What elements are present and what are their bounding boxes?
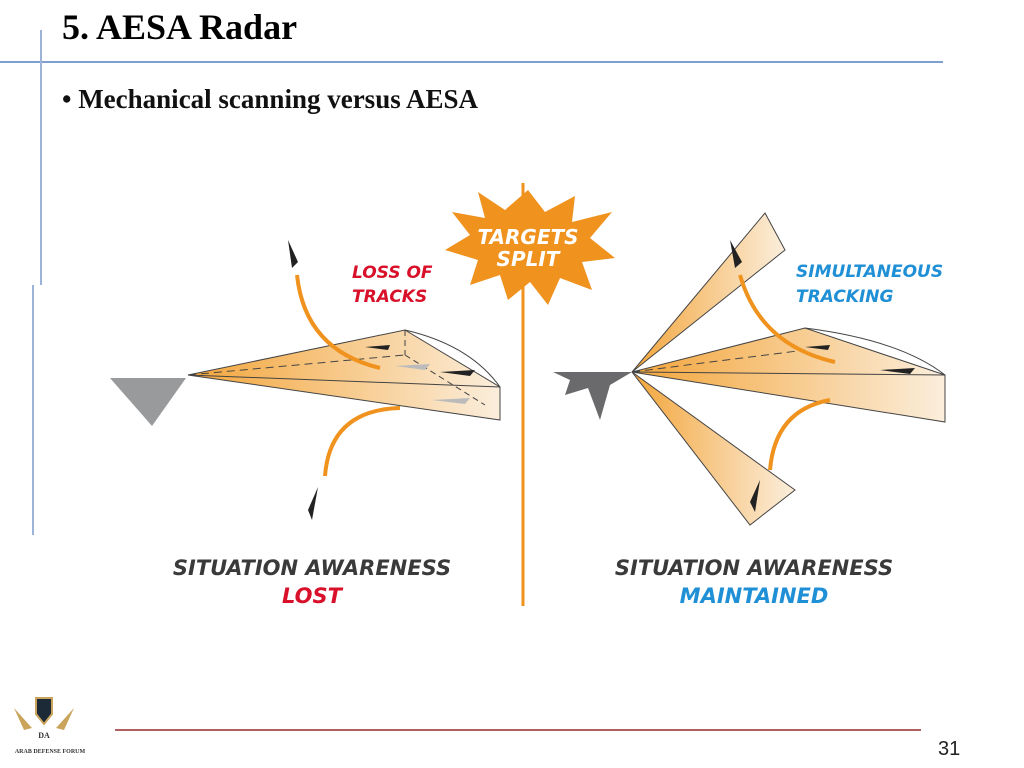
slide-title: 5. AESA Radar (62, 7, 298, 47)
burst-text-1: TARGETS (477, 225, 578, 249)
logo-shield-icon (35, 697, 53, 726)
left-accent-line (40, 30, 42, 285)
footer-divider (115, 729, 921, 731)
left-caption: SITUATION AWARENESS (173, 556, 451, 580)
left-accent-line-lower (32, 285, 34, 535)
burst-text-2: SPLIT (497, 247, 561, 271)
left-status: LOST (282, 584, 344, 608)
logo-text: ARAB DEFENSE FORUM (14, 749, 86, 755)
logo-wing-left-icon (14, 708, 32, 730)
track-path-upper (295, 274, 381, 370)
right-caption: SITUATION AWARENESS (615, 556, 893, 580)
logo-initials: DA (38, 731, 50, 740)
simultaneous-tracking-label-2: TRACKING (796, 287, 894, 307)
right-status: MAINTAINED (680, 584, 829, 608)
arab-defense-forum-logo: DA (14, 697, 74, 740)
aircraft-ghost-icons-left (395, 364, 470, 404)
loss-of-tracks-label-2: TRACKS (352, 287, 427, 307)
aesa-beams (631, 212, 946, 526)
aircraft-icons-right (730, 240, 915, 512)
aircraft-icons-left (288, 240, 475, 520)
ground-radar-icon (110, 378, 186, 426)
track-path-right-upper (738, 274, 836, 364)
bullet-point: • Mechanical scanning versus AESA (62, 84, 478, 114)
simultaneous-tracking-label-1: SIMULTANEOUS (796, 262, 943, 282)
targets-split-burst (445, 190, 615, 305)
mechanical-beam (187, 329, 501, 421)
page-number: 31 (938, 738, 961, 760)
logo-wing-right-icon (56, 708, 74, 730)
title-divider (0, 61, 943, 63)
fighter-jet-icon (553, 372, 632, 420)
track-path-right-lower (768, 398, 831, 471)
track-path-lower (323, 406, 401, 477)
loss-of-tracks-label-1: LOSS OF (352, 263, 433, 283)
